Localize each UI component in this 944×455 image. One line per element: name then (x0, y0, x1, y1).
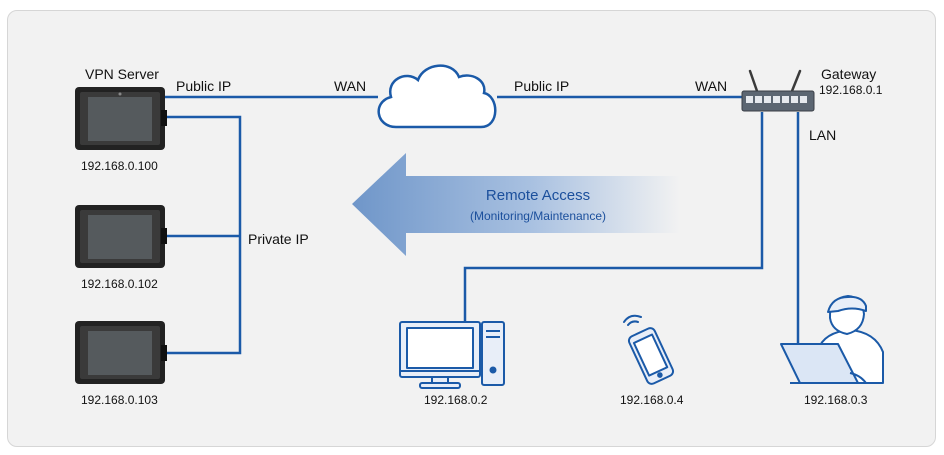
gateway-router-icon (741, 69, 815, 112)
desktop-ip: 192.168.0.2 (424, 393, 488, 407)
smartphone-icon (623, 314, 675, 385)
tablet-2-icon (75, 205, 167, 268)
gateway-ip: 192.168.0.1 (819, 83, 883, 97)
laptop-user-icon (780, 295, 884, 384)
internet-cloud-icon (377, 64, 497, 129)
tablet-2-ip: 192.168.0.102 (81, 277, 158, 291)
vpn-server-ip: 192.168.0.100 (81, 159, 158, 173)
gateway-title: Gateway (821, 66, 876, 82)
tablet-3-ip: 192.168.0.103 (81, 393, 158, 407)
desktop-computer-icon (399, 321, 505, 389)
remote-access-subtitle: (Monitoring/Maintenance) (470, 209, 606, 223)
remote-access-arrow (352, 153, 680, 256)
lan-label: LAN (809, 127, 836, 143)
vpn-server-title: VPN Server (85, 66, 159, 82)
remote-access-title: Remote Access (486, 187, 590, 204)
vpn-server-tablet-icon (75, 87, 167, 150)
public-ip-right-label: Public IP (514, 78, 569, 94)
wan-right-label: WAN (695, 78, 727, 94)
lan-line-desktop (463, 112, 764, 322)
phone-ip: 192.168.0.4 (620, 393, 684, 407)
tablet-3-icon (75, 321, 167, 384)
laptop-ip: 192.168.0.3 (804, 393, 868, 407)
wan-left-label: WAN (334, 78, 366, 94)
connection-lines (165, 95, 800, 355)
public-ip-left-label: Public IP (176, 78, 231, 94)
private-ip-label: Private IP (248, 231, 309, 247)
